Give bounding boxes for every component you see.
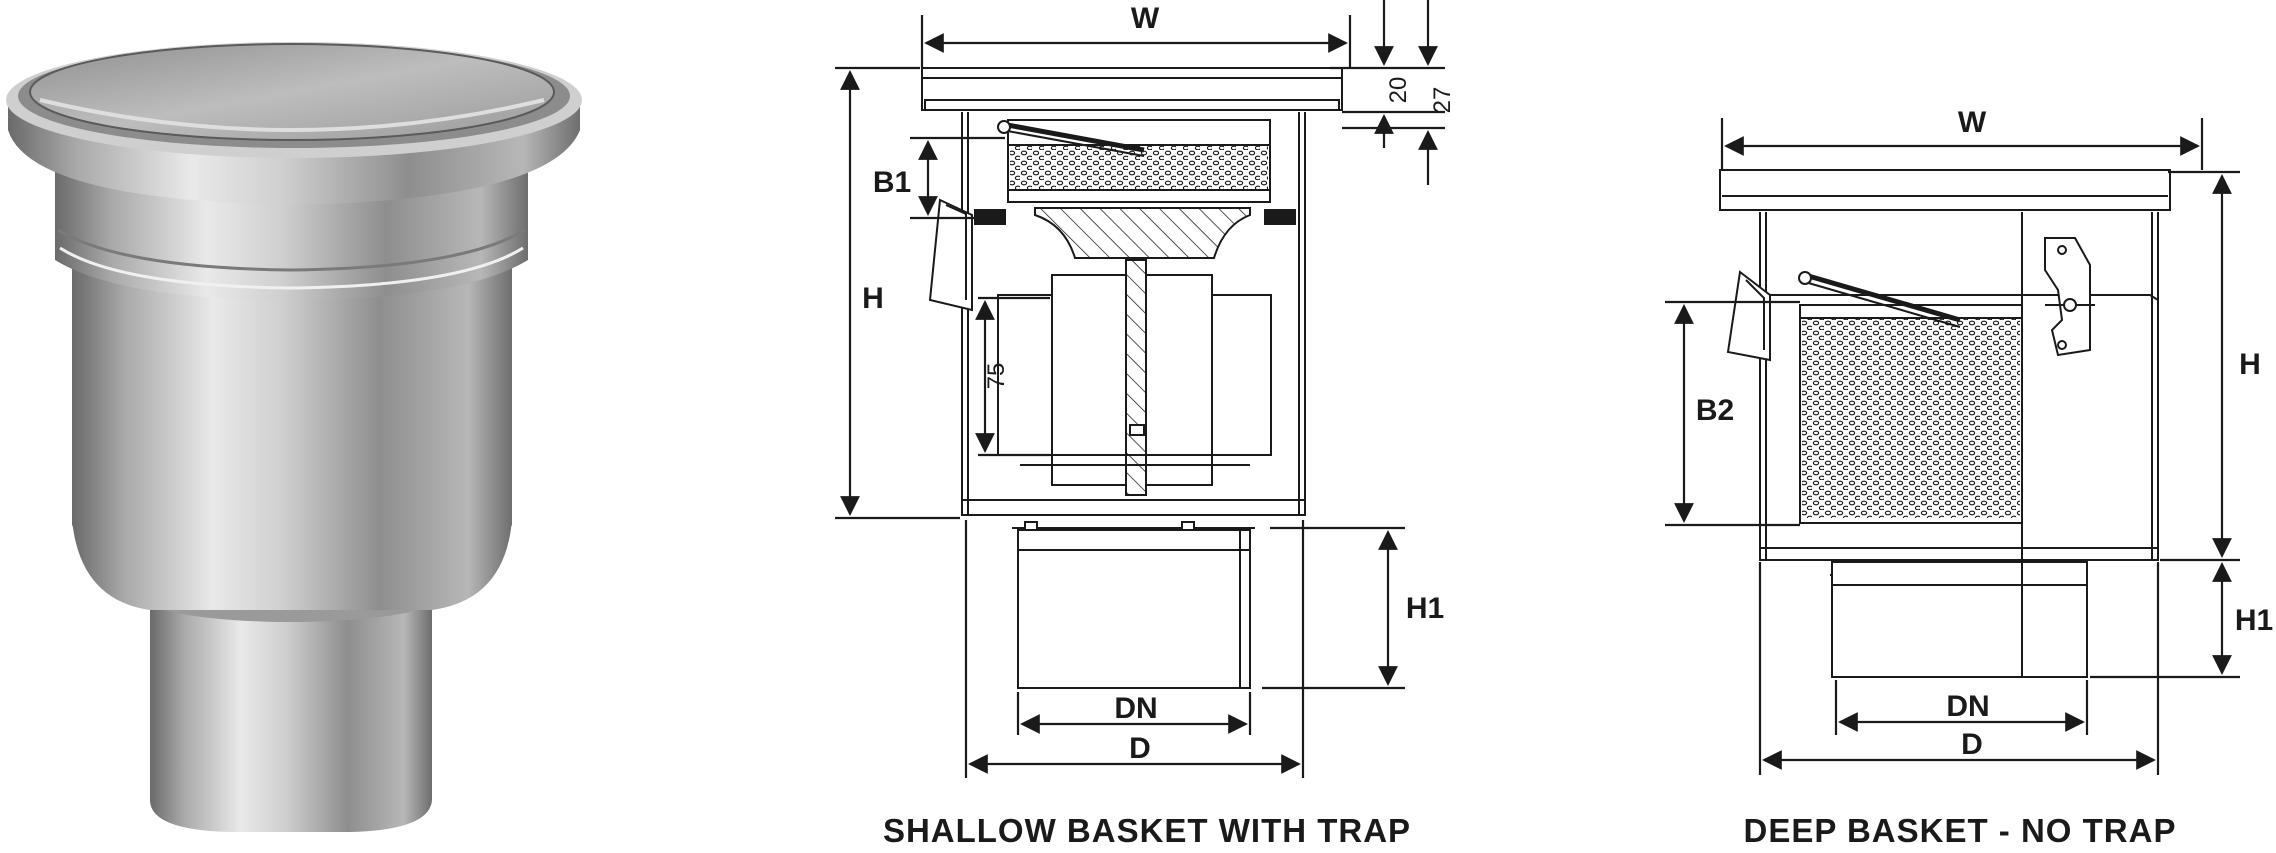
deep-caption: DEEP BASKET - NO TRAP xyxy=(1744,812,2177,848)
shallow-h1-label: H1 xyxy=(1406,592,1444,625)
shallow-basket-drawing xyxy=(921,67,1343,689)
deep-labels: W H H1 B2 DN D DEEP BASKET - NO TRAP xyxy=(1696,106,2273,849)
shallow-20-label: 20 xyxy=(1385,77,1412,104)
shallow-w-label: W xyxy=(1131,2,1160,35)
deep-w-label: W xyxy=(1958,106,1987,139)
deep-dimensions xyxy=(1665,118,2240,775)
shallow-d-label: D xyxy=(1129,732,1151,765)
deep-h-label: H xyxy=(2239,348,2261,381)
shallow-dn-label: DN xyxy=(1114,692,1157,725)
shallow-labels: W H B1 H1 DN D 20 27 75 SHALLOW BASKET W… xyxy=(862,2,1456,849)
drain-photo xyxy=(6,42,582,832)
shallow-27-label: 27 xyxy=(1429,87,1456,114)
shallow-75-label: 75 xyxy=(983,363,1010,390)
shallow-h-label: H xyxy=(862,282,884,315)
deep-basket-drawing xyxy=(1719,169,2171,678)
deep-b2-label: B2 xyxy=(1696,394,1734,427)
deep-dn-label: DN xyxy=(1946,690,1989,723)
shallow-caption: SHALLOW BASKET WITH TRAP xyxy=(883,812,1411,848)
deep-d-label: D xyxy=(1961,728,1983,761)
shallow-dimensions xyxy=(835,0,1445,778)
shallow-b1-label: B1 xyxy=(873,166,911,199)
deep-h1-label: H1 xyxy=(2235,604,2273,637)
